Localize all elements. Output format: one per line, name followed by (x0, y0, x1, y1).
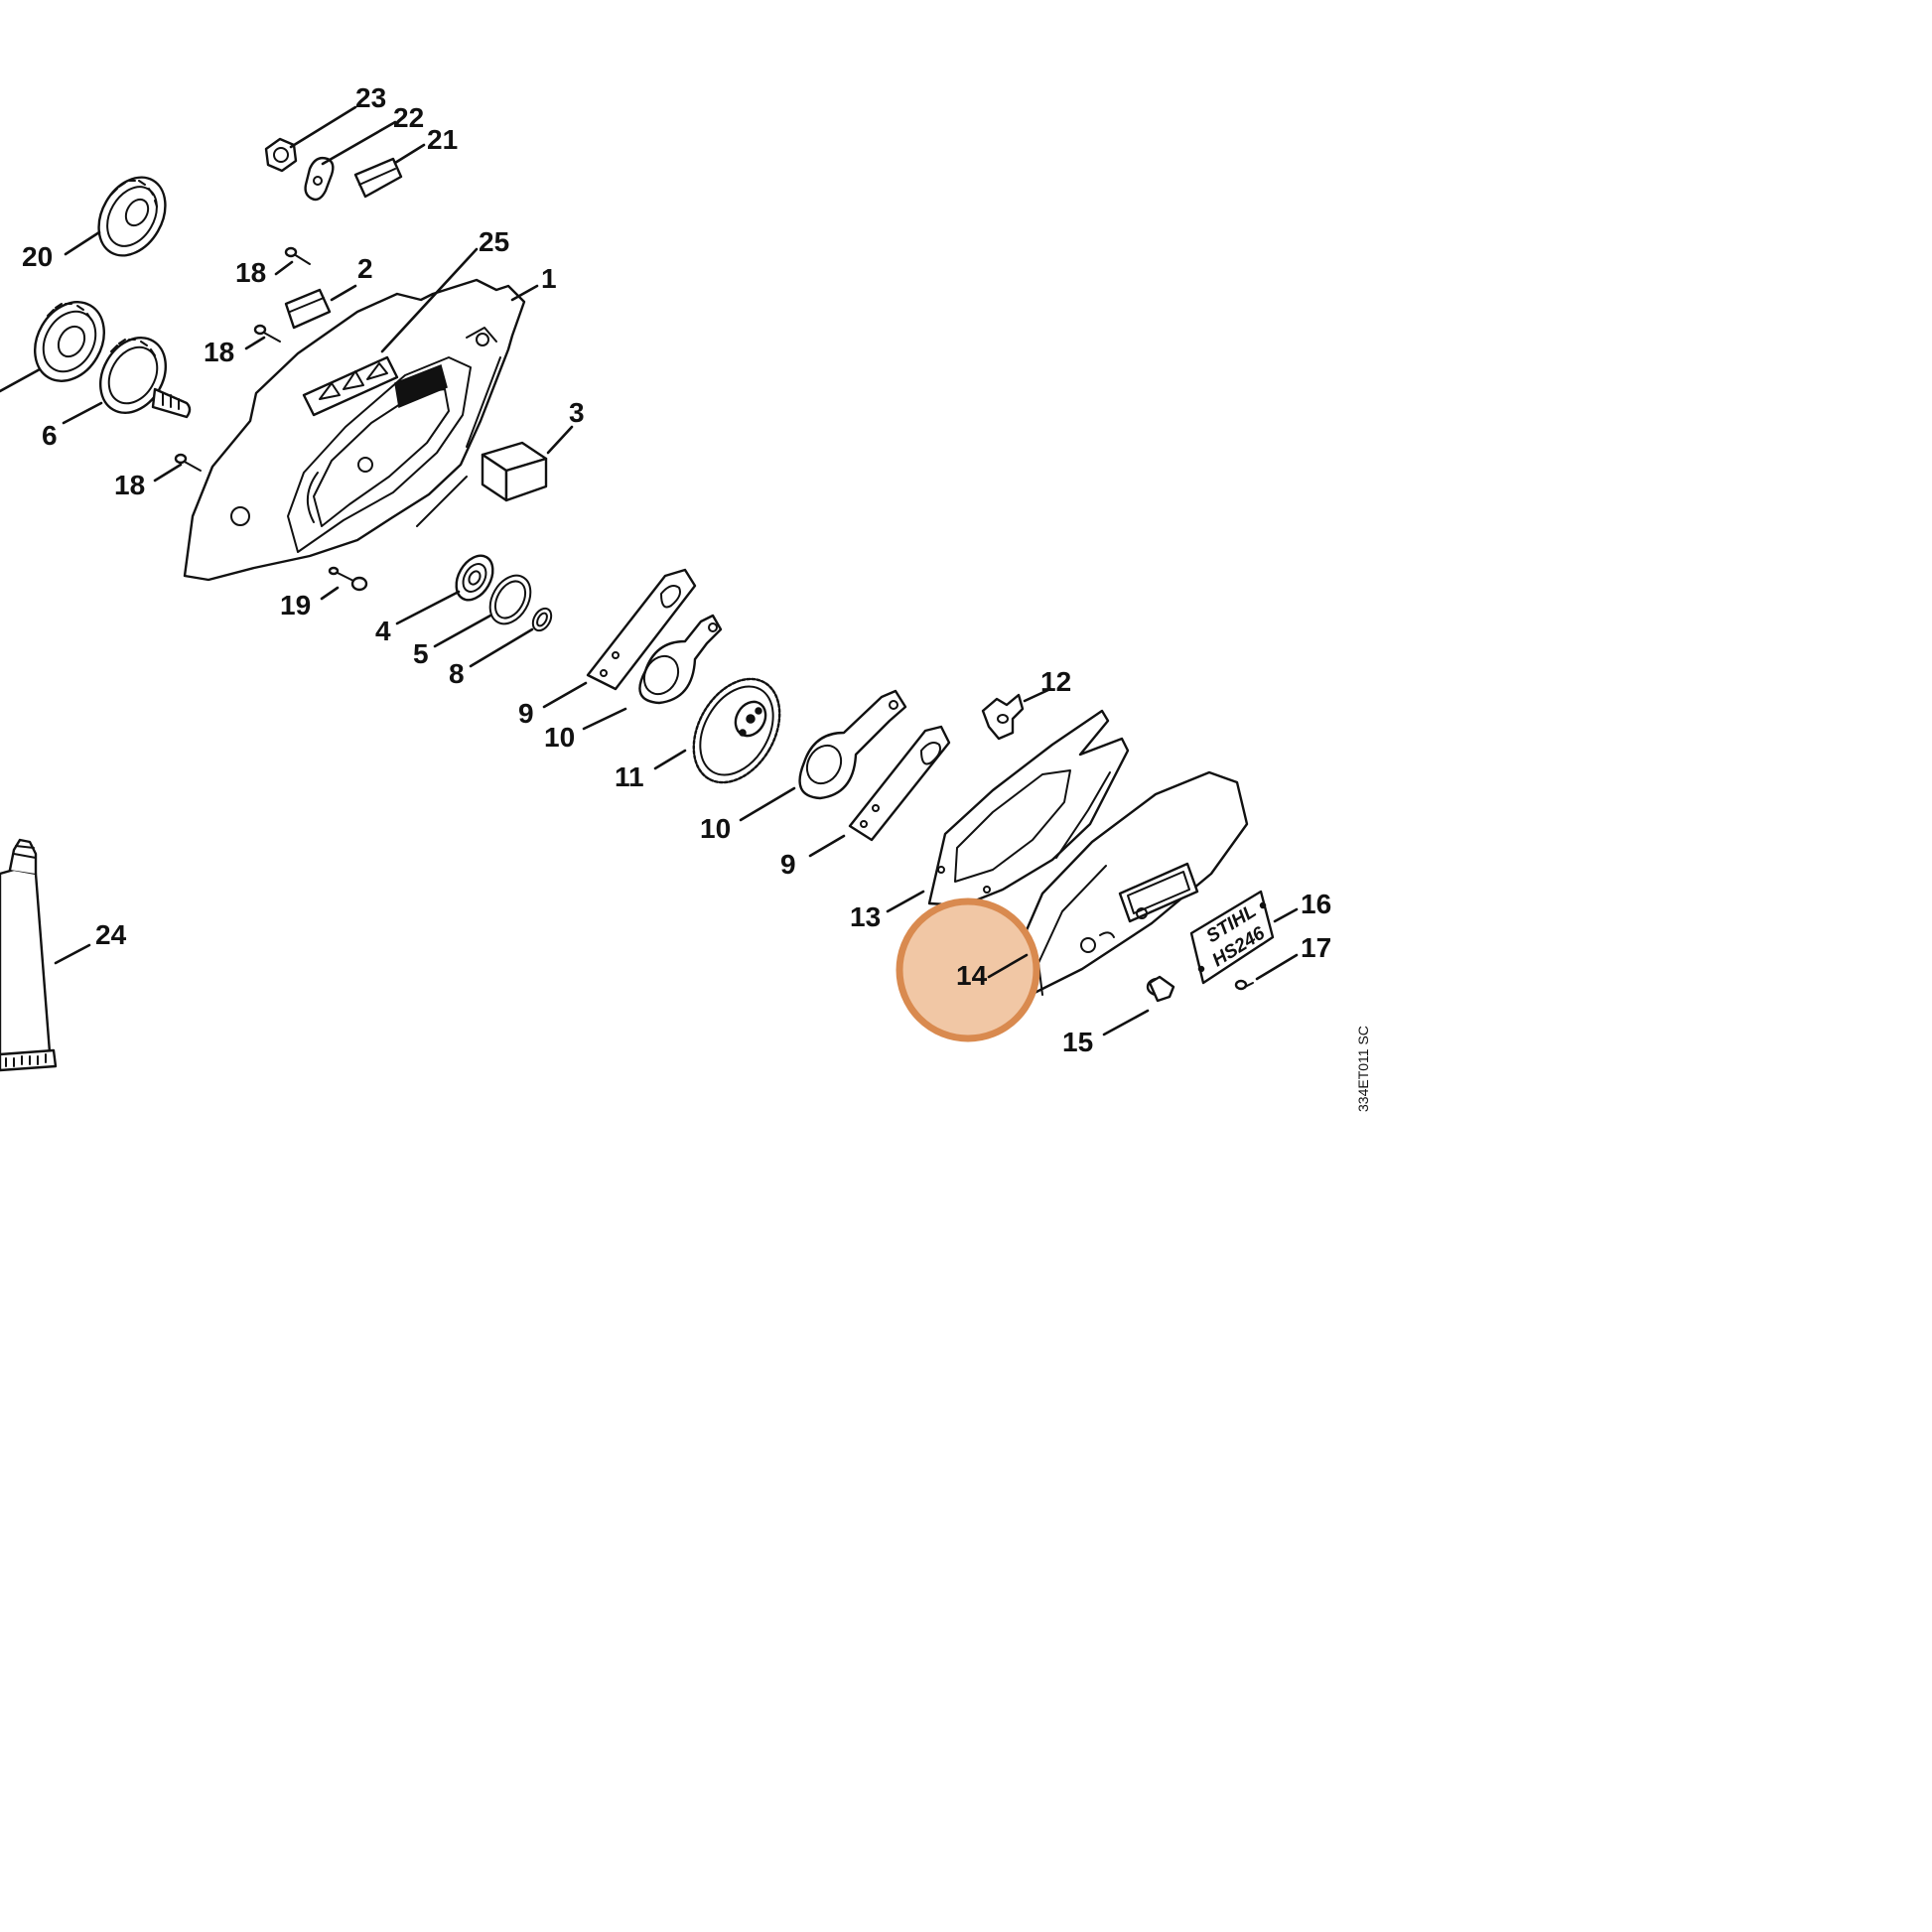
label-12[interactable]: 12 (1040, 666, 1071, 697)
part-13-gasket[interactable] (927, 709, 1130, 907)
label-6[interactable]: 6 (42, 420, 58, 451)
label-22[interactable]: 22 (393, 102, 424, 133)
label-9-upper[interactable]: 9 (518, 698, 534, 729)
part-17-screw[interactable] (1234, 979, 1254, 991)
part-4-bearing[interactable] (449, 549, 500, 607)
part-22-washer[interactable] (304, 156, 335, 202)
label-17[interactable]: 17 (1301, 932, 1331, 963)
label-3[interactable]: 3 (569, 397, 585, 428)
label-2[interactable]: 2 (357, 253, 373, 284)
part-16-nameplate[interactable]: STIHL HS246 (1189, 890, 1275, 985)
part-18-screw-top[interactable] (284, 246, 311, 265)
part-18-screw-mid[interactable] (253, 324, 281, 343)
part-1-housing[interactable] (183, 278, 526, 582)
part-10-rod-lower[interactable] (798, 689, 907, 800)
label-1[interactable]: 1 (541, 263, 557, 294)
part-25-label[interactable] (302, 355, 448, 417)
label-20[interactable]: 20 (22, 241, 53, 272)
label-11[interactable]: 11 (615, 761, 644, 792)
part-8-circlip[interactable] (529, 606, 555, 634)
label-24[interactable]: 24 (95, 919, 127, 950)
drawing-code: 334ET011 SC (1355, 1026, 1371, 1112)
part-14-cover[interactable] (1015, 770, 1249, 1001)
label-8[interactable]: 8 (449, 658, 465, 689)
part-10-rod-upper[interactable] (637, 614, 723, 705)
label-18-top[interactable]: 18 (235, 257, 266, 288)
label-10-lower[interactable]: 10 (700, 813, 731, 844)
label-18-mid[interactable]: 18 (204, 337, 234, 367)
part-12-nut[interactable] (981, 693, 1025, 741)
leader-lines (0, 105, 1299, 1036)
part-18-screw-low[interactable] (174, 453, 202, 472)
label-21[interactable]: 21 (427, 124, 458, 155)
label-18-low[interactable]: 18 (114, 470, 145, 500)
label-19[interactable]: 19 (280, 590, 311, 621)
highlight-circle-14[interactable] (896, 897, 1040, 1042)
label-23[interactable]: 23 (355, 82, 386, 113)
part-11-gear[interactable] (676, 664, 797, 798)
part-3-block[interactable] (481, 441, 548, 502)
label-5[interactable]: 5 (413, 638, 429, 669)
part-2-cover[interactable] (284, 288, 332, 330)
part-6-gear[interactable] (87, 326, 192, 424)
label-16[interactable]: 16 (1301, 889, 1331, 919)
clutch-gear[interactable] (21, 290, 117, 394)
part-24-grease-tube[interactable] (0, 838, 58, 1072)
label-4[interactable]: 4 (375, 616, 391, 646)
part-20-drum[interactable] (85, 166, 179, 268)
label-15[interactable]: 15 (1062, 1027, 1093, 1057)
label-10-upper[interactable]: 10 (544, 722, 575, 753)
part-9-blade-upper[interactable] (586, 568, 697, 691)
part-9-blade-lower[interactable] (848, 725, 951, 842)
part-23-nut[interactable] (264, 137, 298, 173)
part-5-ring[interactable] (482, 568, 538, 630)
part-19-screw[interactable] (328, 566, 368, 592)
part-21-plate[interactable] (353, 157, 403, 199)
label-13[interactable]: 13 (850, 901, 881, 932)
label-25[interactable]: 25 (479, 226, 509, 257)
part-labels: 23 22 21 20 18 2 25 1 18 3 6 18 19 4 5 8… (22, 82, 1331, 1057)
label-14[interactable]: 14 (956, 960, 988, 991)
label-9-lower[interactable]: 9 (780, 849, 796, 880)
part-15-plug[interactable] (1146, 975, 1175, 1003)
